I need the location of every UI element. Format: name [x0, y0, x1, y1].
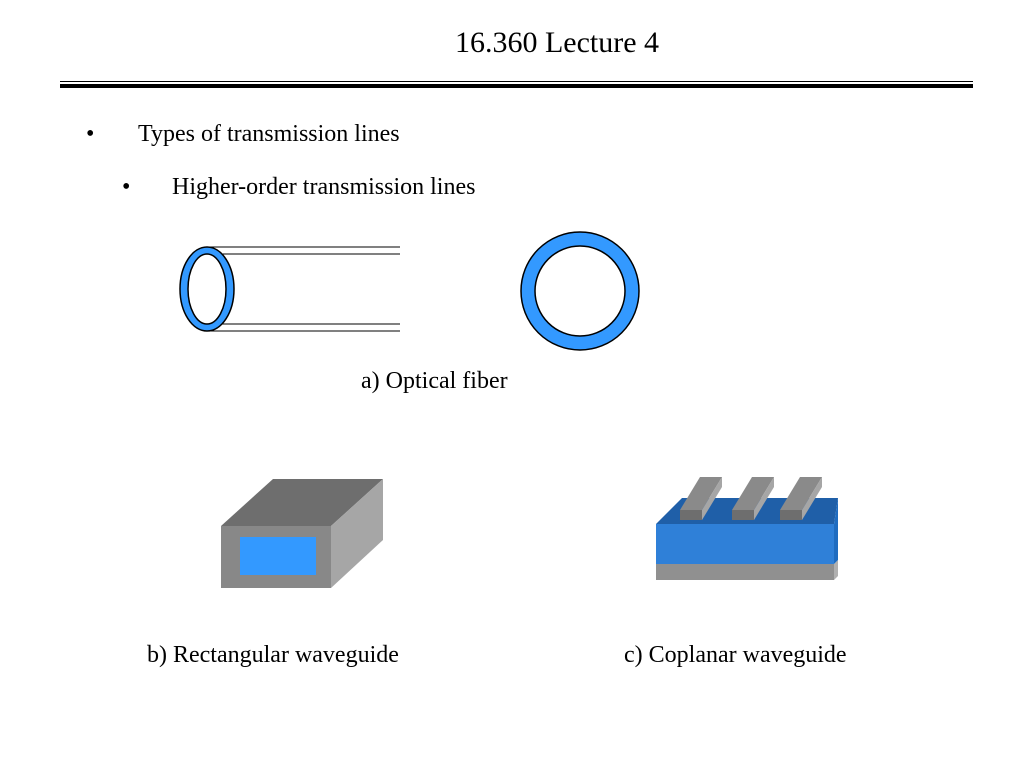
- bullet-text: Types of transmission lines: [138, 121, 400, 147]
- title-rule-thick: [60, 84, 973, 88]
- caption-optical-fiber: a) Optical fiber: [361, 368, 508, 394]
- ground-plane-front: [656, 564, 834, 580]
- conductor-strip-3-side: [802, 477, 822, 520]
- waveguide-top-face: [221, 479, 383, 526]
- fiber-core-end: [187, 253, 227, 325]
- conductor-strip-1-front: [680, 510, 702, 520]
- caption-coplanar-waveguide: c) Coplanar waveguide: [624, 642, 847, 668]
- bullet-dot: •: [86, 121, 95, 147]
- ground-plane-side: [834, 560, 838, 580]
- substrate-side: [834, 498, 838, 564]
- coplanar-waveguide: [656, 477, 838, 580]
- conductor-strip-1-side: [702, 477, 722, 520]
- slide-title: 16.360 Lecture 4: [454, 26, 660, 59]
- optical-fiber-side-view: [179, 246, 400, 332]
- conductor-strip-2-top: [732, 477, 774, 510]
- conductor-strip-2-side: [754, 477, 774, 520]
- rectangular-waveguide: [221, 479, 383, 588]
- bullet-dot: •: [122, 174, 131, 200]
- caption-rectangular-waveguide: b) Rectangular waveguide: [147, 642, 399, 668]
- conductor-strip-2-front: [732, 510, 754, 520]
- waveguide-side-face: [331, 479, 383, 588]
- substrate-front: [656, 524, 834, 564]
- conductor-strip-1-top: [680, 477, 722, 510]
- fiber-ring-inner: [534, 245, 626, 337]
- title-rule-thin: [60, 81, 973, 82]
- conductor-strip-3-top: [780, 477, 822, 510]
- bullet-text: Higher-order transmission lines: [172, 174, 476, 200]
- conductor-strip-3-front: [780, 510, 802, 520]
- optical-fiber-cross-section: [520, 231, 640, 351]
- waveguide-opening: [240, 537, 316, 575]
